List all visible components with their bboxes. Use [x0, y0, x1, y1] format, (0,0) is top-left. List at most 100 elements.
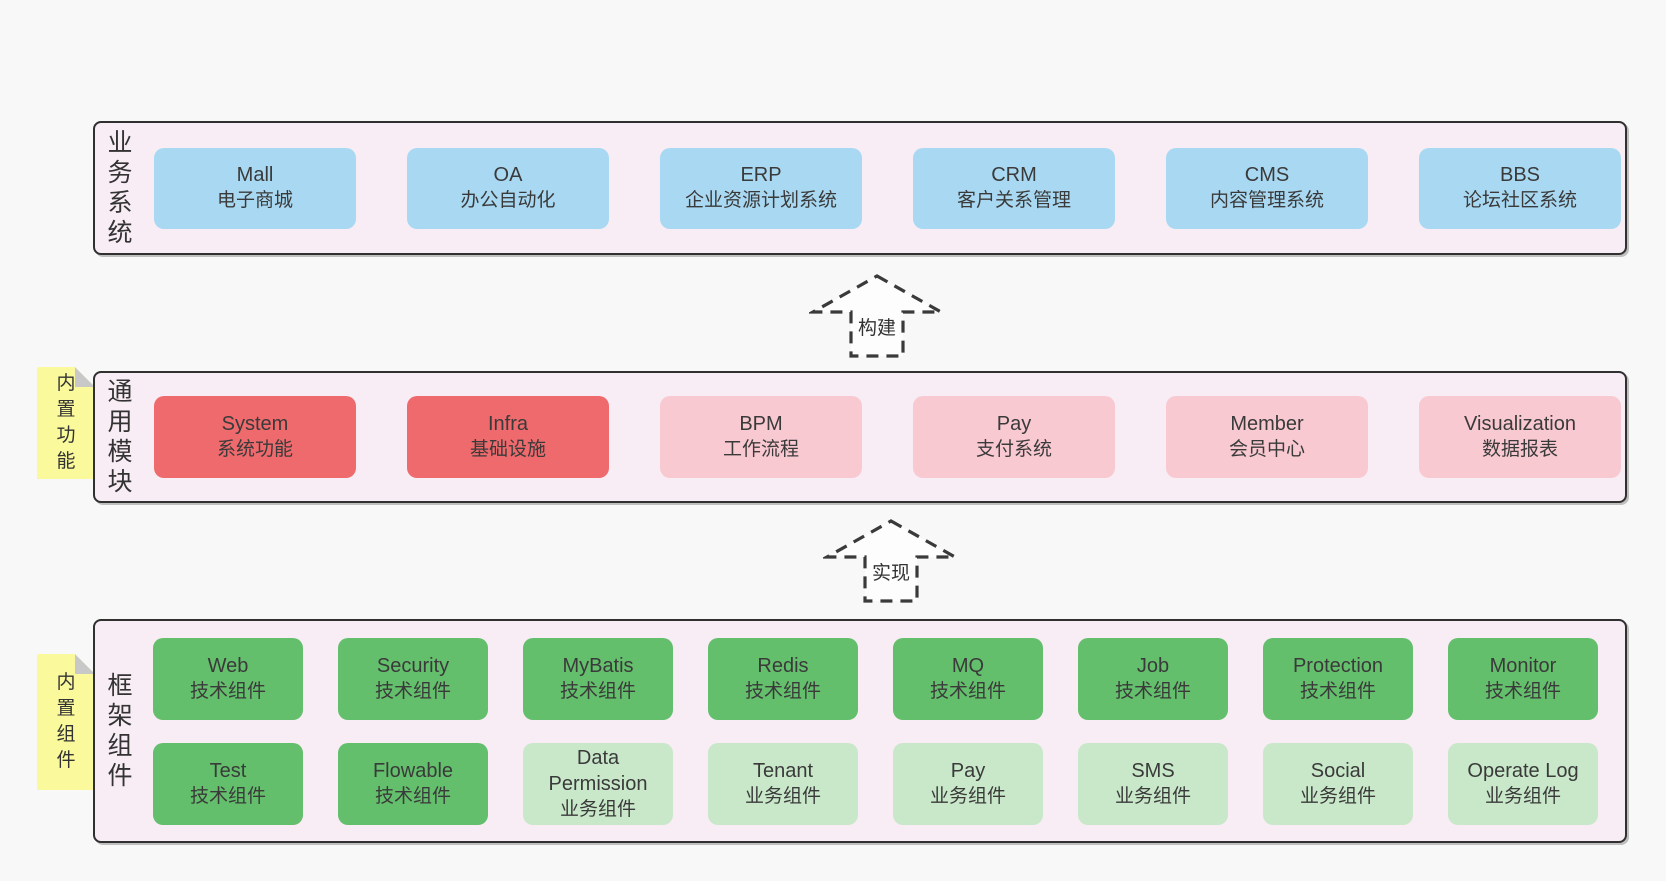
- box-title: MQ: [951, 654, 985, 677]
- component-row-2: Test 技术组件 Flowable 技术组件 Data Permission …: [153, 742, 1625, 825]
- box-bbs: BBS 论坛社区系统: [1419, 147, 1621, 229]
- box-oa: OA 办公自动化: [407, 147, 609, 229]
- box-subtitle: 业务组件: [559, 798, 636, 820]
- box-subtitle: 客户关系管理: [956, 190, 1071, 211]
- arrow-label: 实现: [869, 558, 913, 585]
- folded-corner-icon: [75, 654, 95, 674]
- box-title: Pay: [950, 759, 986, 782]
- box-title: Protection: [1292, 654, 1384, 677]
- layer-label-text: 业务系统: [107, 129, 133, 247]
- box-title: Flowable: [372, 759, 454, 782]
- box-title: Social: [1310, 759, 1366, 782]
- box-social: Social 业务组件: [1263, 742, 1413, 825]
- box-title: Infra: [487, 413, 529, 435]
- box-subtitle: 企业资源计划系统: [684, 190, 837, 211]
- box-job: Job 技术组件: [1078, 637, 1228, 720]
- layer-label-business: 业务系统: [105, 123, 135, 253]
- box-mall: Mall 电子商城: [154, 147, 356, 229]
- box-erp: ERP 企业资源计划系统: [660, 147, 862, 229]
- layer-label-text: 框架组件: [107, 672, 133, 790]
- box-subtitle: 电子商城: [216, 190, 293, 211]
- module-boxes: System 系统功能 Infra 基础设施 BPM 工作流程 Pay 支付系统…: [95, 373, 1625, 501]
- box-subtitle: 内容管理系统: [1209, 190, 1324, 211]
- box-subtitle: 业务组件: [1299, 785, 1376, 807]
- box-title: MyBatis: [562, 654, 634, 677]
- box-title: Member: [1230, 413, 1304, 435]
- tab-label: 内置功能: [56, 373, 76, 472]
- box-subtitle: 技术组件: [744, 680, 821, 702]
- sticky-tab-built-in-components: 内置组件: [37, 654, 95, 790]
- box-title: Mall: [236, 164, 274, 186]
- box-title: Operate Log: [1467, 759, 1579, 782]
- box-subtitle: 业务组件: [744, 785, 821, 807]
- box-subtitle: 工作流程: [722, 439, 799, 460]
- arrow-label: 构建: [855, 313, 899, 340]
- box-subtitle: 技术组件: [374, 785, 451, 807]
- box-subtitle: 会员中心: [1228, 439, 1305, 460]
- box-title: ERP: [740, 164, 782, 186]
- box-subtitle: 技术组件: [1484, 680, 1561, 702]
- box-title: CRM: [991, 164, 1037, 186]
- box-redis: Redis 技术组件: [708, 637, 858, 720]
- box-tenant: Tenant 业务组件: [708, 742, 858, 825]
- box-visualization: Visualization 数据报表: [1419, 396, 1621, 478]
- sticky-tab-built-in-features: 内置功能: [37, 367, 95, 479]
- box-crm: CRM 客户关系管理: [913, 147, 1115, 229]
- box-test: Test 技术组件: [153, 742, 303, 825]
- layer-framework-components: 框架组件 Web 技术组件 Security 技术组件 MyBatis 技术组件…: [93, 619, 1627, 843]
- box-subtitle: 基础设施: [469, 439, 546, 460]
- box-sms: SMS 业务组件: [1078, 742, 1228, 825]
- box-subtitle: 技术组件: [189, 785, 266, 807]
- layer-label-modules: 通用模块: [105, 373, 135, 501]
- box-subtitle: 论坛社区系统: [1462, 190, 1577, 211]
- box-protection: Protection 技术组件: [1263, 637, 1413, 720]
- box-mybatis: MyBatis 技术组件: [523, 637, 673, 720]
- box-infra: Infra 基础设施: [407, 396, 609, 478]
- box-title: Security: [376, 654, 450, 677]
- layer-label-text: 通用模块: [107, 378, 133, 496]
- box-bpm: BPM 工作流程: [660, 396, 862, 478]
- box-member: Member 会员中心: [1166, 396, 1368, 478]
- box-subtitle: 系统功能: [216, 439, 293, 460]
- box-title: Visualization: [1464, 413, 1576, 435]
- box-subtitle: 技术组件: [1299, 680, 1376, 702]
- box-title: BPM: [739, 413, 783, 435]
- box-subtitle: 数据报表: [1481, 439, 1558, 460]
- box-title: Monitor: [1489, 654, 1557, 677]
- box-operate-log: Operate Log 业务组件: [1448, 742, 1598, 825]
- box-title: Job: [1136, 654, 1170, 677]
- box-subtitle: 办公自动化: [460, 190, 556, 211]
- component-row-1: Web 技术组件 Security 技术组件 MyBatis 技术组件 Redi…: [153, 637, 1625, 720]
- box-subtitle: 业务组件: [929, 785, 1006, 807]
- box-title: Redis: [757, 654, 809, 677]
- box-pay-component: Pay 业务组件: [893, 742, 1043, 825]
- build-arrow: 构建: [809, 273, 945, 359]
- box-title: Pay: [996, 413, 1032, 435]
- box-subtitle: 技术组件: [1114, 680, 1191, 702]
- layer-label-components: 框架组件: [105, 621, 135, 841]
- box-title: Data Permission: [548, 746, 648, 795]
- box-title: Test: [209, 759, 247, 782]
- box-pay-module: Pay 支付系统: [913, 396, 1115, 478]
- folded-corner-icon: [75, 367, 95, 387]
- layer-common-modules: 通用模块 System 系统功能 Infra 基础设施 BPM 工作流程 Pay…: [93, 371, 1627, 503]
- box-subtitle: 技术组件: [374, 680, 451, 702]
- box-system: System 系统功能: [154, 396, 356, 478]
- implement-arrow: 实现: [823, 518, 959, 604]
- box-subtitle: 业务组件: [1484, 785, 1561, 807]
- box-web: Web 技术组件: [153, 637, 303, 720]
- business-boxes: Mall 电子商城 OA 办公自动化 ERP 企业资源计划系统 CRM 客户关系…: [95, 123, 1625, 253]
- box-title: System: [221, 413, 289, 435]
- box-data-permission: Data Permission 业务组件: [523, 742, 673, 825]
- box-subtitle: 支付系统: [975, 439, 1052, 460]
- box-title: Tenant: [752, 759, 814, 782]
- box-subtitle: 技术组件: [559, 680, 636, 702]
- box-title: CMS: [1244, 164, 1290, 186]
- layer-business-systems: 业务系统 Mall 电子商城 OA 办公自动化 ERP 企业资源计划系统 CRM…: [93, 121, 1627, 255]
- box-title: Web: [207, 654, 249, 677]
- box-title: SMS: [1131, 759, 1175, 782]
- box-title: BBS: [1499, 164, 1541, 186]
- box-title: OA: [493, 164, 523, 186]
- box-subtitle: 业务组件: [1114, 785, 1191, 807]
